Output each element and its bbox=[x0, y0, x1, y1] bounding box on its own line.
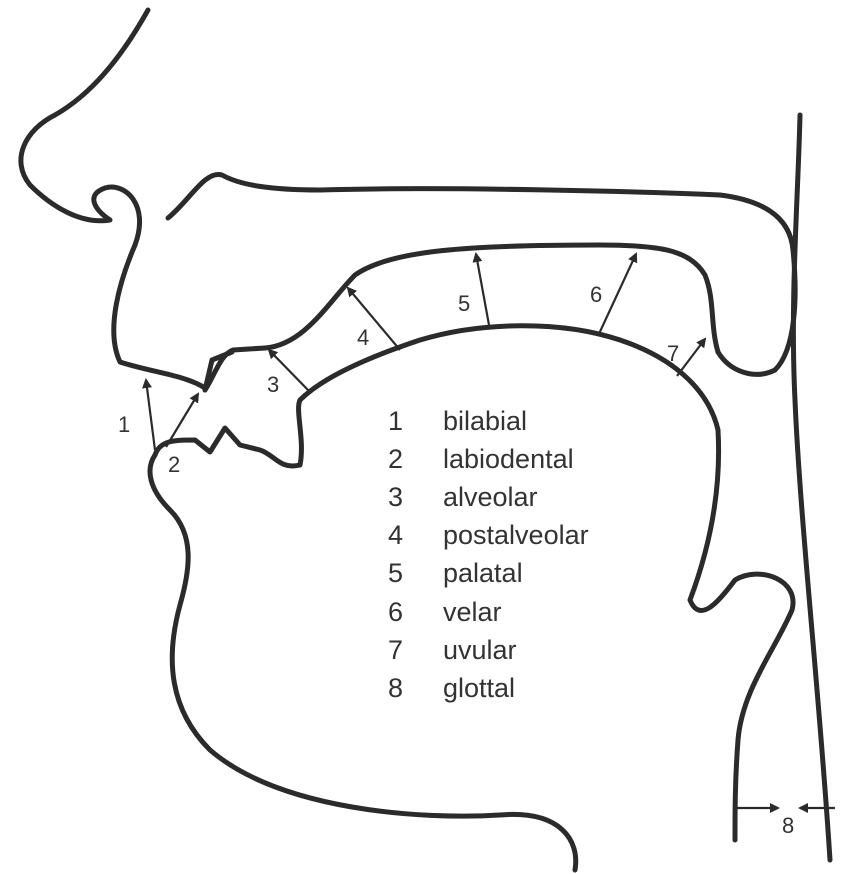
legend-number: 6 bbox=[388, 597, 443, 628]
legend-number: 4 bbox=[388, 520, 443, 551]
legend-label: labiodental bbox=[443, 444, 574, 475]
palate-outline bbox=[205, 245, 718, 390]
legend-number: 8 bbox=[388, 673, 443, 704]
legend-number: 5 bbox=[388, 558, 443, 589]
arrow-5 bbox=[476, 254, 489, 325]
legend-label: glottal bbox=[443, 673, 515, 704]
legend-number: 7 bbox=[388, 635, 443, 666]
place-number-6: 6 bbox=[590, 282, 602, 307]
place-number-2: 2 bbox=[168, 452, 180, 477]
legend-number: 2 bbox=[388, 444, 443, 475]
face-profile-outline bbox=[21, 10, 205, 388]
place-number-7: 7 bbox=[667, 341, 679, 366]
place-number-4: 4 bbox=[357, 325, 369, 350]
place-number-3: 3 bbox=[267, 372, 279, 397]
legend-label: postalveolar bbox=[443, 520, 589, 551]
place-number-5: 5 bbox=[458, 291, 470, 316]
legend-label: velar bbox=[443, 597, 502, 628]
legend-label: bilabial bbox=[443, 406, 527, 437]
arrow-7 bbox=[677, 339, 705, 376]
pharynx-back-wall bbox=[793, 115, 830, 860]
legend-number: 1 bbox=[388, 406, 443, 437]
legend-label: uvular bbox=[443, 635, 517, 666]
legend-label: alveolar bbox=[443, 482, 538, 513]
legend-label: palatal bbox=[443, 558, 523, 589]
arrow-1 bbox=[146, 380, 155, 450]
place-number-1: 1 bbox=[118, 412, 130, 437]
arrow-6 bbox=[598, 254, 636, 336]
place-number-8: 8 bbox=[782, 813, 794, 838]
legend-number: 3 bbox=[388, 482, 443, 513]
arrow-4 bbox=[348, 288, 400, 350]
